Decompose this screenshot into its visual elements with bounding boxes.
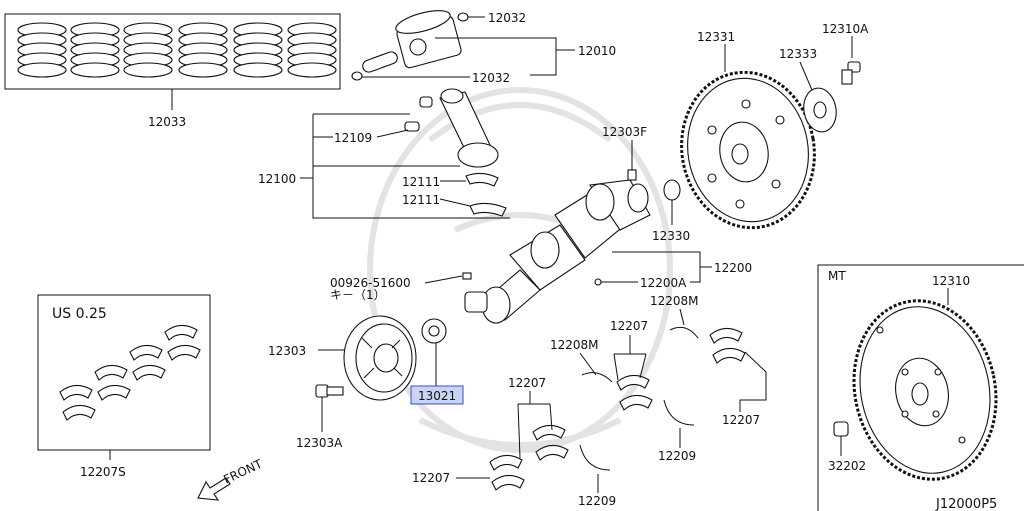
- thrust-washer-3: [579, 444, 611, 471]
- snap-ring-top: [457, 12, 469, 22]
- label-12208M-a[interactable]: 12208M: [550, 338, 599, 352]
- label-12111-a[interactable]: 12111: [402, 175, 440, 189]
- crank-pulley: [343, 315, 417, 401]
- pulley-group: 00926-51600 キ－（1） 12303 13021 12303A: [268, 272, 472, 450]
- main-bearing-2a: [532, 424, 566, 441]
- label-12032-bottom[interactable]: 12032: [472, 71, 510, 85]
- crank-key: [594, 278, 602, 286]
- main-bearing-1a: [489, 454, 523, 471]
- label-12207-d[interactable]: 12207: [412, 471, 450, 485]
- piston-rings-group: 12033: [4, 13, 341, 129]
- undersize-bearing-group: US 0.25 12207S: [37, 294, 211, 479]
- label-us-025: US 0.25: [52, 306, 107, 322]
- label-12303A[interactable]: 12303A: [296, 436, 343, 450]
- label-12331[interactable]: 12331: [697, 30, 735, 44]
- label-12200[interactable]: 12200: [714, 261, 752, 275]
- flywheel-mt: [852, 299, 998, 481]
- drive-plate-group: 12331 12333 12310A: [680, 22, 869, 230]
- mt-box: [817, 264, 1024, 511]
- label-13021-highlight: [410, 385, 464, 405]
- label-12010[interactable]: 12010: [578, 44, 616, 58]
- piston-ring-set: [17, 22, 337, 78]
- front-arrow-icon: [197, 477, 231, 501]
- pulley-bolt: [315, 384, 344, 398]
- label-12200A[interactable]: 12200A: [640, 276, 687, 290]
- label-12209-a[interactable]: 12209: [658, 449, 696, 463]
- main-bearing-3b: [619, 394, 653, 411]
- label-12207-a[interactable]: 12207: [610, 319, 648, 333]
- dowel-pin: [627, 169, 637, 181]
- label-12310A[interactable]: 12310A: [822, 22, 869, 36]
- label-12303[interactable]: 12303: [268, 344, 306, 358]
- woodruff-key: [462, 272, 472, 280]
- crankshaft: [464, 179, 651, 324]
- piston-pin: [362, 51, 398, 73]
- rod-bolt-lower: [404, 121, 420, 132]
- undersize-bearing-shells: [59, 324, 201, 421]
- label-front: FRONT: [221, 456, 265, 486]
- label-12207-b[interactable]: 12207: [508, 376, 546, 390]
- snap-ring-bottom: [351, 71, 363, 81]
- label-12207S[interactable]: 12207S: [80, 465, 126, 479]
- label-12330[interactable]: 12330: [652, 229, 690, 243]
- piston: [395, 10, 462, 69]
- thrust-washer-1: [581, 372, 613, 383]
- diagram-code: J12000P5: [935, 497, 997, 511]
- label-12100[interactable]: 12100: [258, 172, 296, 186]
- main-bearing-1b: [491, 474, 525, 491]
- front-indicator: FRONT: [197, 456, 265, 501]
- main-bearing-4b: [712, 347, 746, 364]
- reinforcement-plate: [803, 87, 837, 133]
- label-12310[interactable]: 12310: [932, 274, 970, 288]
- label-12208M-b[interactable]: 12208M: [650, 294, 699, 308]
- thrust-washer-2: [669, 326, 699, 339]
- connecting-rod-group: 12100 12109 12111 12111: [258, 88, 510, 219]
- label-12209-b[interactable]: 12209: [578, 494, 616, 508]
- label-12333[interactable]: 12333: [779, 47, 817, 61]
- label-13021[interactable]: 13021: [418, 389, 456, 403]
- label-12207-c[interactable]: 12207: [722, 413, 760, 427]
- connecting-rod: [439, 88, 499, 168]
- flywheel-bolt: [841, 61, 861, 85]
- main-bearings-group: 12208M 12208M 12207 12207 12207 12207 12…: [412, 294, 767, 508]
- rod-bearing-lower: [469, 202, 507, 217]
- main-bearing-4a: [709, 327, 743, 344]
- undersize-box: [37, 294, 211, 451]
- thrust-washer-4: [663, 399, 695, 426]
- pilot-bushing: [663, 179, 681, 201]
- label-00926[interactable]: 00926-51600: [330, 276, 411, 290]
- main-bearing-3a: [616, 374, 650, 391]
- label-12111-b[interactable]: 12111: [402, 193, 440, 207]
- drive-plate: [680, 70, 816, 230]
- label-32202[interactable]: 32202: [828, 459, 866, 473]
- label-12109[interactable]: 12109: [334, 131, 372, 145]
- label-mt: MT: [828, 269, 846, 283]
- manual-flywheel-group: MT 32202 12310: [817, 264, 1024, 511]
- piston-group: 12032 12032 12010: [351, 10, 616, 85]
- label-12303F[interactable]: 12303F: [602, 125, 647, 139]
- pilot-bearing-mt: [833, 421, 849, 437]
- label-12033[interactable]: 12033: [148, 115, 186, 129]
- label-00926-key[interactable]: キ－（1）: [330, 288, 386, 302]
- crankshaft-group: 12303F 12330 12200A 12200: [464, 125, 752, 324]
- label-12032-top[interactable]: 12032: [488, 11, 526, 25]
- crank-sprocket: [421, 318, 447, 344]
- rod-bearing-upper: [465, 172, 499, 187]
- rod-bolt-upper: [419, 96, 433, 108]
- main-bearing-2b: [535, 444, 569, 461]
